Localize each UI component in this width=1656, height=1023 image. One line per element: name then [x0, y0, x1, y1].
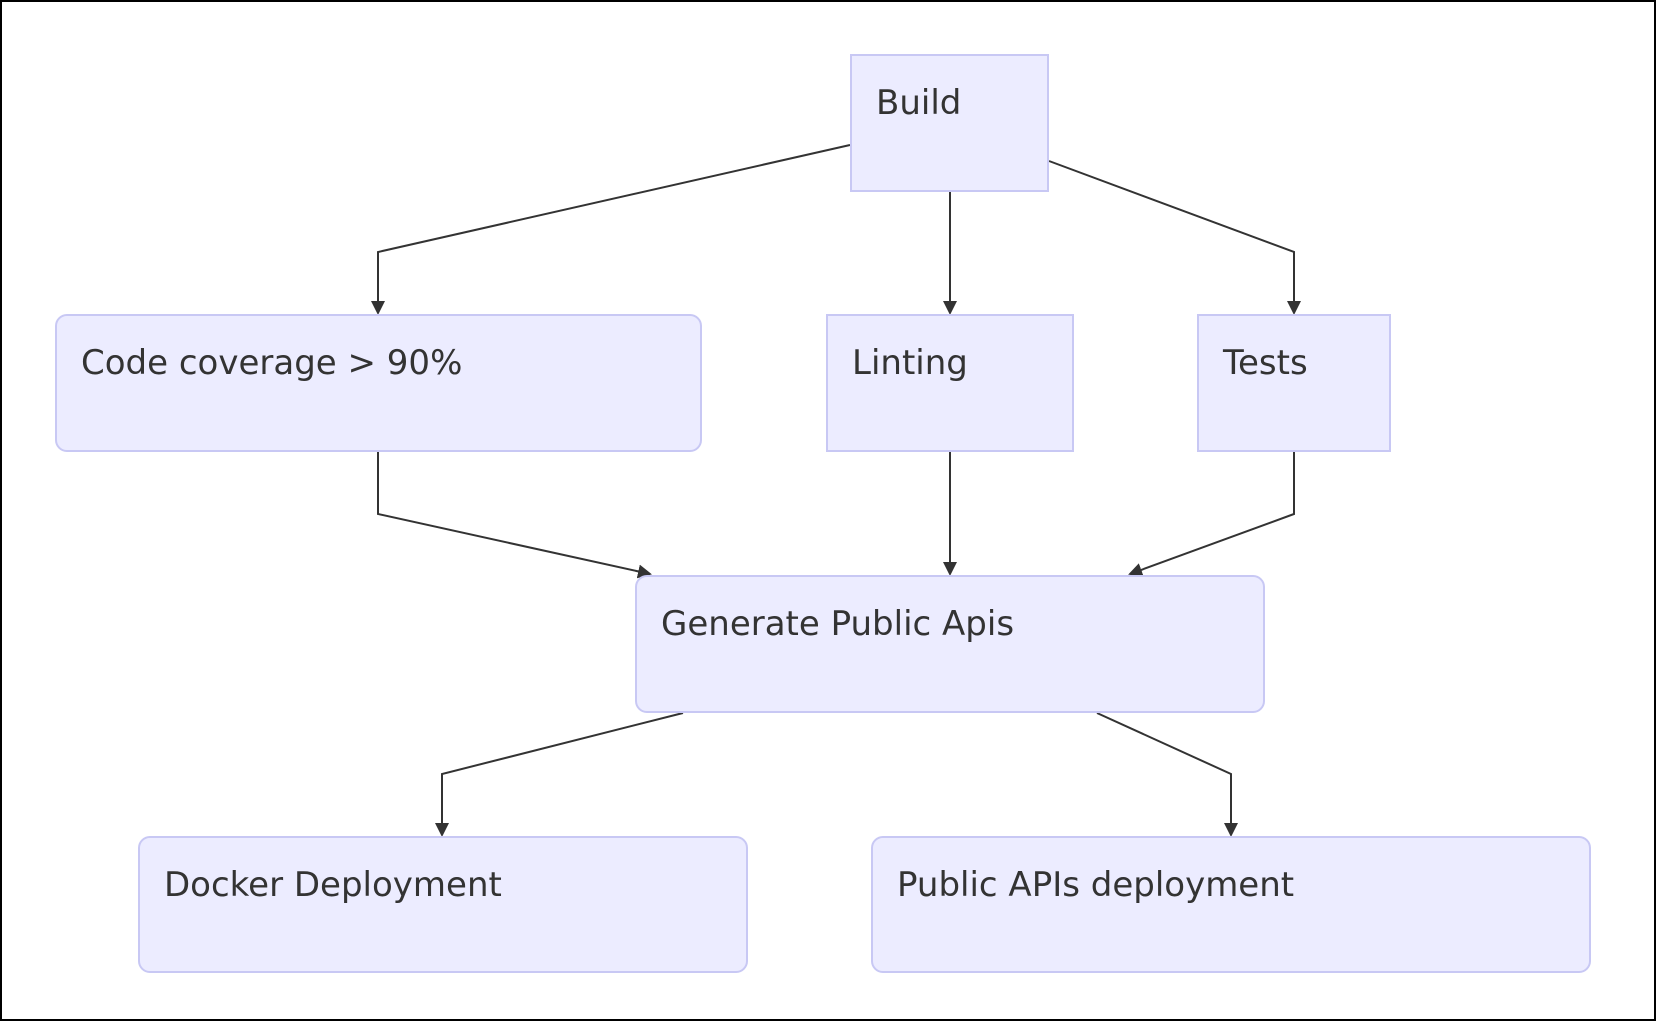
node-generate-public-apis-label: Generate Public Apis [661, 604, 1015, 644]
node-public-apis-deployment-label: Public APIs deployment [897, 865, 1295, 905]
node-code-coverage: Code coverage > 90% [55, 314, 702, 452]
edge-coverage-to-generate [377, 452, 652, 579]
edge-tests-to-generate [1128, 452, 1295, 577]
node-docker-deployment-label: Docker Deployment [164, 865, 502, 905]
node-linting-label: Linting [852, 343, 968, 383]
node-build-label: Build [876, 83, 962, 123]
node-generate-public-apis: Generate Public Apis [635, 575, 1265, 713]
edge-generate-to-docker [435, 712, 684, 837]
node-docker-deployment: Docker Deployment [138, 836, 748, 973]
edge-generate-to-public-apis [1096, 712, 1238, 837]
node-code-coverage-label: Code coverage > 90% [81, 343, 463, 383]
node-linting: Linting [826, 314, 1074, 452]
node-build: Build [850, 54, 1049, 192]
edge-build-to-coverage [371, 144, 851, 315]
node-public-apis-deployment: Public APIs deployment [871, 836, 1591, 973]
node-tests-label: Tests [1223, 343, 1308, 383]
node-tests: Tests [1197, 314, 1391, 452]
edge-build-to-tests [1048, 160, 1301, 315]
